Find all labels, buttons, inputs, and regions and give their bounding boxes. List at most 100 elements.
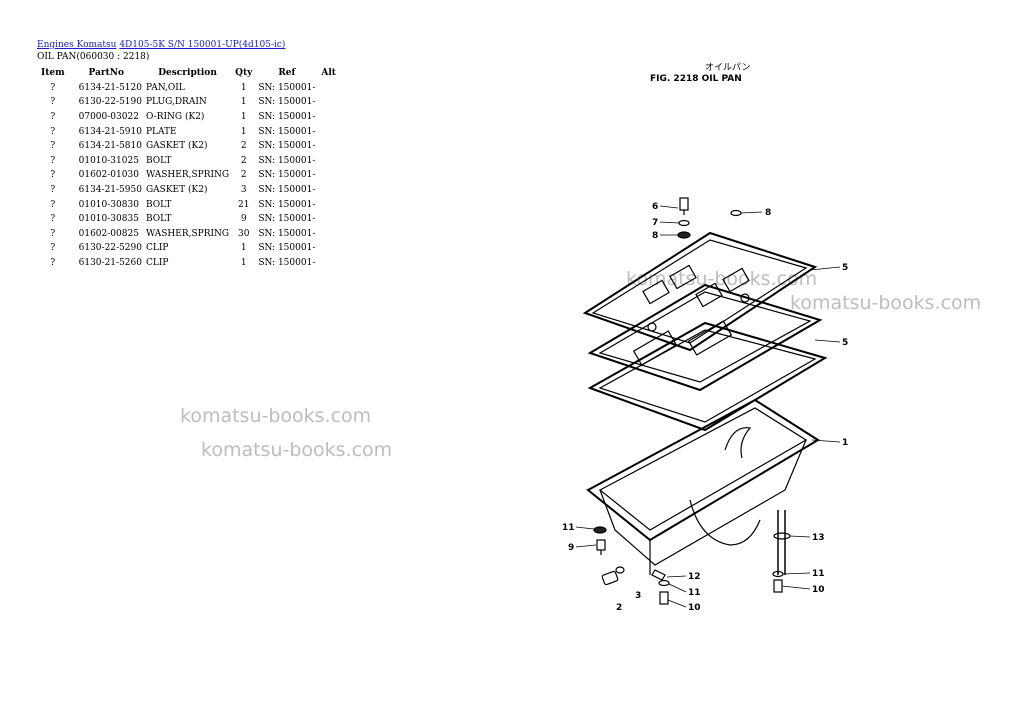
cell-alt bbox=[317, 95, 340, 110]
page-subtitle: OIL PAN(060030 : 2218) bbox=[37, 52, 150, 62]
breadcrumb-link-model[interactable]: 4D105-5K S/N 150001-UP(4d105-ic) bbox=[119, 40, 286, 50]
cell-alt bbox=[317, 81, 340, 96]
cell-ref: SN: 150001- bbox=[258, 185, 316, 196]
callout-11: 11 bbox=[562, 523, 575, 533]
callout-10: 10 bbox=[812, 585, 825, 595]
callout-9: 9 bbox=[568, 543, 574, 553]
cell-description: WASHER,SPRING bbox=[145, 170, 230, 181]
cell-item: ? bbox=[50, 199, 56, 210]
cell-description: PLUG,DRAIN bbox=[145, 97, 207, 108]
callout-11: 11 bbox=[812, 569, 825, 579]
callout-5: 5 bbox=[842, 338, 848, 348]
table-header-row: Item PartNo Description Qty Ref Alt bbox=[37, 66, 340, 81]
cell-ref: SN: 150001- bbox=[258, 97, 316, 108]
cell-partno: 01010-30835 bbox=[78, 214, 139, 225]
cell-alt bbox=[317, 256, 340, 271]
cell-qty: 2 bbox=[240, 141, 247, 152]
cell-qty: 30 bbox=[238, 228, 250, 239]
cell-partno: 6134-21-5950 bbox=[78, 185, 142, 196]
cell-alt bbox=[317, 154, 340, 169]
cell-partno: 01602-00825 bbox=[78, 228, 139, 239]
cell-alt bbox=[317, 124, 340, 139]
cell-ref: SN: 150001- bbox=[258, 258, 316, 269]
callout-13: 13 bbox=[812, 533, 825, 543]
cell-alt bbox=[317, 183, 340, 198]
callout-6: 6 bbox=[652, 202, 658, 212]
watermark: komatsu-books.com bbox=[201, 439, 393, 461]
cell-qty: 1 bbox=[240, 126, 247, 137]
cell-ref: SN: 150001- bbox=[258, 141, 316, 152]
cell-item: ? bbox=[50, 141, 56, 152]
figure-jp-title: オイルパン bbox=[705, 62, 750, 73]
figure-title: FIG. 2218 OIL PAN bbox=[650, 74, 742, 84]
cell-ref: SN: 150001- bbox=[258, 126, 316, 137]
watermark: komatsu-books.com bbox=[180, 405, 372, 427]
cell-alt bbox=[317, 139, 340, 154]
cell-qty: 3 bbox=[240, 185, 247, 196]
cell-qty: 2 bbox=[240, 170, 247, 181]
cell-item: ? bbox=[50, 155, 56, 166]
cell-alt bbox=[317, 227, 340, 242]
callout-5: 5 bbox=[842, 263, 848, 273]
exploded-parts-drawing bbox=[582, 197, 828, 605]
cell-ref: SN: 150001- bbox=[258, 82, 316, 93]
cell-ref: SN: 150001- bbox=[258, 228, 316, 239]
cell-description: BOLT bbox=[145, 214, 172, 225]
cell-qty: 1 bbox=[240, 97, 247, 108]
breadcrumb-link-engines[interactable]: Engines Komatsu bbox=[37, 40, 117, 50]
col-header-partno: PartNo bbox=[88, 68, 125, 79]
callout-1: 1 bbox=[842, 438, 848, 448]
parts-table: Item PartNo Description Qty Ref Alt ? 613… bbox=[37, 66, 340, 270]
cell-ref: SN: 150001- bbox=[258, 243, 316, 254]
cell-description: PLATE bbox=[145, 126, 177, 137]
cell-ref: SN: 150001- bbox=[258, 214, 316, 225]
cell-partno: 6134-21-5910 bbox=[78, 126, 142, 137]
callout-7: 7 bbox=[652, 218, 658, 228]
callout-3: 3 bbox=[635, 591, 641, 601]
cell-alt bbox=[317, 212, 340, 227]
cell-alt bbox=[317, 168, 340, 183]
cell-item: ? bbox=[50, 228, 56, 239]
oil-pan-diagram: オイルパン FIG. 2218 OIL PAN bbox=[562, 62, 848, 613]
cell-description: WASHER,SPRING bbox=[145, 228, 230, 239]
cell-partno: 01010-30830 bbox=[78, 199, 139, 210]
col-header-item: Item bbox=[41, 68, 65, 79]
col-header-ref: Ref bbox=[278, 68, 296, 79]
cell-qty: 1 bbox=[240, 243, 247, 254]
cell-item: ? bbox=[50, 243, 56, 254]
cell-ref: SN: 150001- bbox=[258, 199, 316, 210]
col-header-alt: Alt bbox=[321, 68, 336, 79]
cell-partno: 6130-22-5190 bbox=[78, 97, 142, 108]
cell-partno: 01010-31025 bbox=[78, 155, 139, 166]
cell-qty: 2 bbox=[240, 155, 247, 166]
callout-10: 10 bbox=[688, 603, 701, 613]
cell-qty: 1 bbox=[240, 82, 247, 93]
callout-12: 12 bbox=[688, 572, 701, 582]
watermark: komatsu-books.com bbox=[626, 268, 818, 290]
cell-description: GASKET (K2) bbox=[145, 185, 208, 196]
cell-partno: 6130-21-5260 bbox=[78, 258, 142, 269]
cell-partno: 6134-21-5120 bbox=[78, 82, 142, 93]
cell-partno: 07000-03022 bbox=[78, 112, 139, 123]
cell-item: ? bbox=[50, 258, 56, 269]
watermark: komatsu-books.com bbox=[790, 292, 982, 314]
cell-description: O-RING (K2) bbox=[145, 112, 205, 123]
cell-description: GASKET (K2) bbox=[145, 141, 208, 152]
cell-ref: SN: 150001- bbox=[258, 170, 316, 181]
cell-item: ? bbox=[50, 214, 56, 225]
cell-qty: 21 bbox=[238, 199, 250, 210]
cell-partno: 6130-22-5290 bbox=[78, 243, 142, 254]
cell-item: ? bbox=[50, 126, 56, 137]
